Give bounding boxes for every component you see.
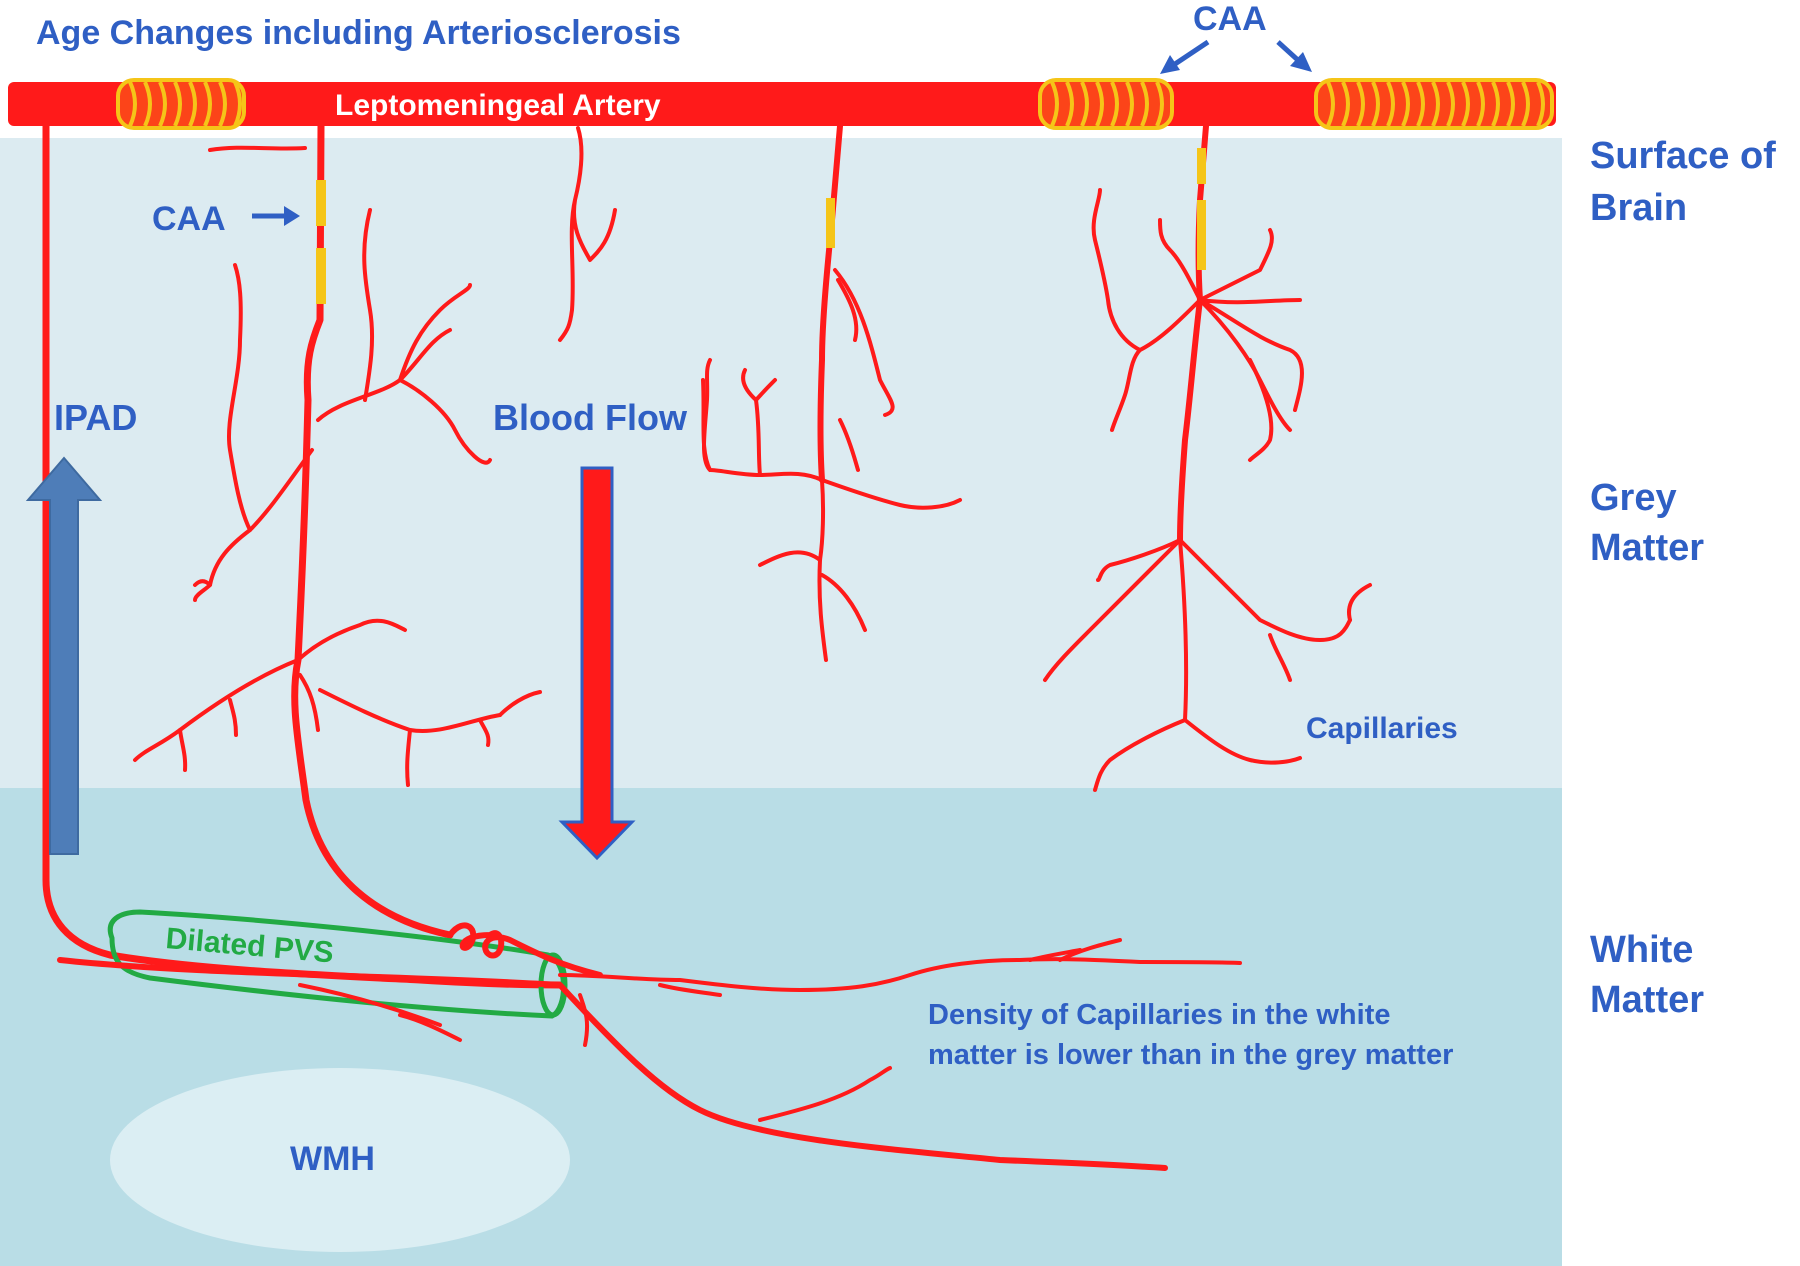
penetrating-artery-2 [817,123,843,483]
leptomeningeal-artery [8,82,1556,126]
white-matter-vessels [57,922,1168,1171]
region-label-white-line2: Matter [1590,979,1704,1021]
caa-segment-vessel-2 [826,198,835,248]
density-note-line2: matter is lower than in the grey matter [928,1039,1453,1071]
region-label-surface-line2: Brain [1590,187,1687,229]
artery-label: Leptomeningeal Artery [335,89,661,122]
caa-deposit-middle [1038,78,1174,130]
caa-top-label: CAA [1193,0,1267,38]
region-label-surface-line1: Surface of [1590,135,1776,177]
ipad-arrow [25,456,103,855]
density-note-line1: Density of Capillaries in the white [928,999,1391,1031]
capillary-branch-center [558,126,617,342]
capillary-branches-1 [133,145,542,787]
caa-top-arrow-right [1276,40,1312,72]
diagram-title: Age Changes including Arteriosclerosis [36,14,681,52]
blood-flow-label: Blood Flow [493,397,688,438]
caa-side-label: CAA [152,200,226,238]
blood-flow-arrow [558,466,636,861]
white-matter-capillaries [298,938,1242,1122]
region-label-grey-line2: Matter [1590,527,1704,569]
caa-segment-vessel-3 [1197,148,1206,270]
capillary-branches-3 [1043,188,1372,792]
caa-segment-vessel-1 [316,180,326,304]
region-label-grey-line1: Grey [1590,477,1677,519]
region-label-white-line1: White [1590,929,1693,971]
caa-side-arrow [252,206,300,226]
wmh-lesion [110,1068,570,1252]
ipad-label: IPAD [54,397,137,438]
capillaries-label: Capillaries [1306,712,1458,745]
capillary-branches-2 [701,268,962,662]
caa-top-arrow-left [1160,39,1210,74]
caa-deposit-left [116,78,246,130]
caa-deposit-right [1314,78,1554,130]
wmh-label: WMH [290,1140,375,1178]
